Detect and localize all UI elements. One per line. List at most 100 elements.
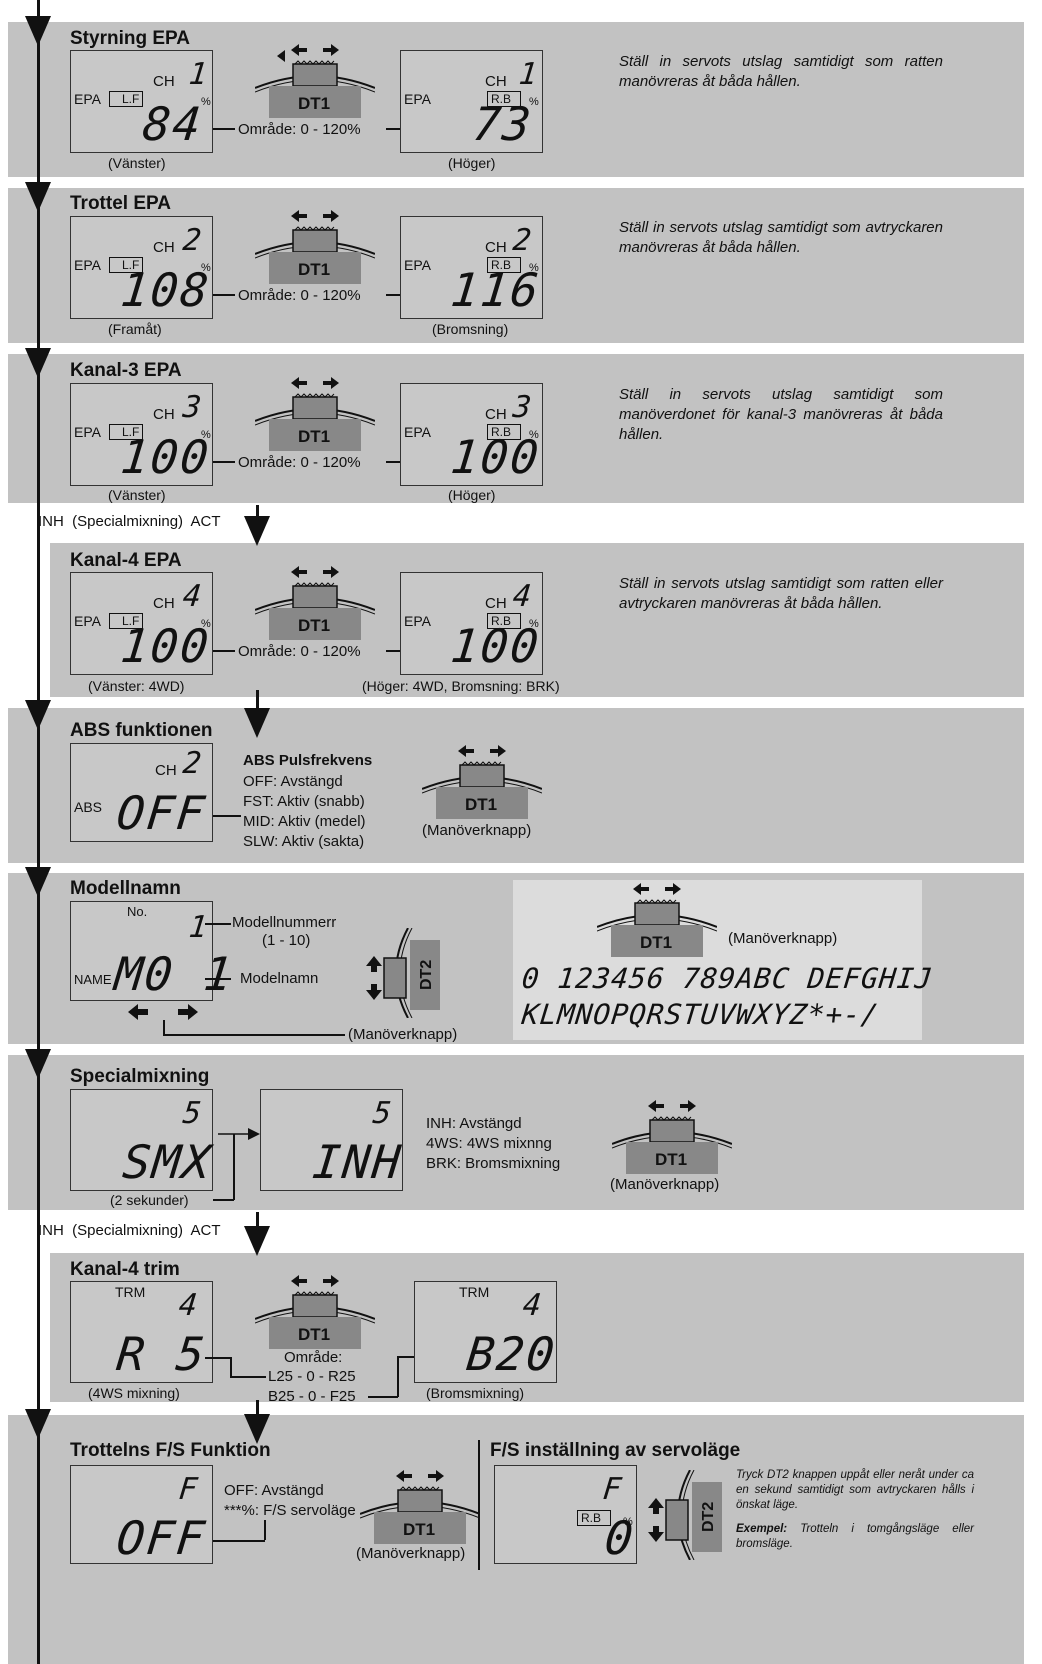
epa-value-left: 100 <box>118 619 213 673</box>
left-caption: (4WS mixning) <box>88 1385 180 1401</box>
epa-label: EPA <box>74 424 101 440</box>
rb-tag: R.B <box>577 1510 612 1526</box>
right-caption: (Höger) <box>448 155 496 171</box>
leader <box>233 1134 235 1200</box>
dt1-label: DT1 <box>298 94 331 113</box>
arrow-right-icon <box>218 1128 260 1140</box>
section-title: Trottelns F/S Funktion <box>70 1440 271 1461</box>
trim-value-left: R 5 <box>114 1327 209 1381</box>
fs-option: OFF: Avstängd <box>224 1482 324 1499</box>
rb-tag: R.B <box>487 613 522 629</box>
epa-label: EPA <box>404 424 431 440</box>
flow-arrow <box>25 348 51 378</box>
epa-value-left: 100 <box>118 430 213 484</box>
section-title: Kanal-4 trim <box>70 1259 180 1280</box>
ch-label: CH <box>153 239 175 256</box>
lcd-left: EPA L.F CH 1 % 84 <box>70 50 213 153</box>
name-caption: Modelnamn <box>240 970 319 987</box>
percent: % <box>201 429 211 441</box>
fs-digit: F <box>601 1472 625 1507</box>
ch-label: CH <box>485 239 507 256</box>
epa-label: EPA <box>404 257 431 273</box>
flow-arrow <box>25 182 51 212</box>
rb-tag: R.B <box>487 91 522 107</box>
lcd-trim-right: TRM 4 B20 <box>414 1281 559 1383</box>
num-range: (1 - 10) <box>262 932 311 949</box>
branch-arrow <box>244 516 270 546</box>
fs-option: ***%: F/S servoläge <box>224 1502 356 1519</box>
smx-option: BRK: Bromsmixning <box>426 1155 561 1172</box>
ch-label: CH <box>155 762 177 779</box>
charset-caption: (Manöverknapp) <box>728 930 838 947</box>
smx-caption: (2 sekunder) <box>110 1192 189 1208</box>
leader <box>264 1520 266 1540</box>
ch-label: CH <box>153 73 175 90</box>
leader <box>163 1020 165 1034</box>
rb-tag: R.B <box>487 424 522 440</box>
abs-option: OFF: Avstängd <box>243 773 343 790</box>
right-caption: (Bromsmixning) <box>426 1385 525 1401</box>
dt1-label: DT1 <box>465 795 498 814</box>
ch-label: CH <box>485 406 507 423</box>
left-caption: (Vänster) <box>108 155 166 171</box>
leader <box>397 1356 399 1397</box>
abs-label: ABS <box>74 799 103 815</box>
epa-value-right: 116 <box>448 263 543 317</box>
right-caption: (Höger) <box>448 487 496 503</box>
left-right-arrows-icon <box>128 1004 198 1020</box>
charset-box <box>513 880 922 1040</box>
epa-label: EPA <box>404 613 431 629</box>
dt1-icon <box>359 1470 481 1544</box>
smx-value: INH <box>310 1135 405 1189</box>
lcd-trim-left: TRM 4 R 5 <box>70 1281 213 1383</box>
leader <box>213 294 235 296</box>
lcd-smx-1: 5 SMX <box>70 1089 215 1191</box>
name-label: NAME <box>74 972 112 987</box>
leader <box>205 978 231 980</box>
dt1-label: DT1 <box>298 1325 331 1344</box>
lf-tag: L.F <box>109 257 144 273</box>
flow-line <box>37 0 40 1664</box>
percent: % <box>529 96 539 108</box>
fs-description: Tryck DT2 knappen uppåt eller neråt unde… <box>736 1469 974 1511</box>
dt1-icon <box>596 883 718 957</box>
no-label: No. <box>127 904 148 919</box>
inh-act-label-2: INH (Specialmixning) ACT <box>38 1222 221 1239</box>
dt1-knob: DT1 <box>254 1275 376 1355</box>
percent: % <box>201 262 211 274</box>
epa-value-right: 73 <box>470 97 536 151</box>
dt2-label: DT2 <box>700 1501 717 1532</box>
right-caption: (Höger: 4WD, Bromsning: BRK) <box>362 678 560 694</box>
lcd-abs: CH 2 ABS OFF <box>70 743 213 842</box>
section-title: Modellnamn <box>70 878 181 899</box>
num-caption: Modellnummerr <box>232 914 337 931</box>
fs-digit: F <box>177 1472 201 1507</box>
dt1-icon <box>254 377 376 451</box>
epa-value-right: 100 <box>448 619 543 673</box>
flow-arrow <box>25 16 51 46</box>
example-text: Trotteln i tomgångsläge eller bromsläge. <box>736 1523 974 1550</box>
ch-label: CH <box>485 595 507 612</box>
dt1-knob: DT1 <box>254 210 376 290</box>
left-caption: (Framåt) <box>108 321 162 337</box>
description: Ställ in servots utslag samtidigt som av… <box>619 219 943 256</box>
leader <box>213 1199 234 1201</box>
dt1-label: DT1 <box>298 427 331 446</box>
lcd-smx-2: 5 INH <box>260 1089 405 1191</box>
ch-digit: 2 <box>181 223 205 258</box>
epa-value-right: 100 <box>448 430 543 484</box>
ch-digit: 1 <box>187 57 211 92</box>
section-title: Kanal-3 EPA <box>70 360 182 381</box>
charset-line-1: 0 123456 789ABC DEFGHIJ <box>520 962 935 995</box>
section-title: ABS funktionen <box>70 720 213 741</box>
abs-option: SLW: Aktiv (sakta) <box>243 833 365 850</box>
percent: % <box>201 618 211 630</box>
description: Ställ in servots utslag samtidigt som ra… <box>619 575 943 612</box>
lcd-right: EPA R.B CH 2 % 116 <box>400 216 543 319</box>
ch-label: CH <box>153 595 175 612</box>
dt1-label: DT1 <box>655 1150 688 1169</box>
trim-value-right: B20 <box>464 1327 559 1381</box>
dt2-icon <box>648 1469 722 1561</box>
percent: % <box>529 262 539 274</box>
abs-option: MID: Aktiv (medel) <box>243 813 366 830</box>
